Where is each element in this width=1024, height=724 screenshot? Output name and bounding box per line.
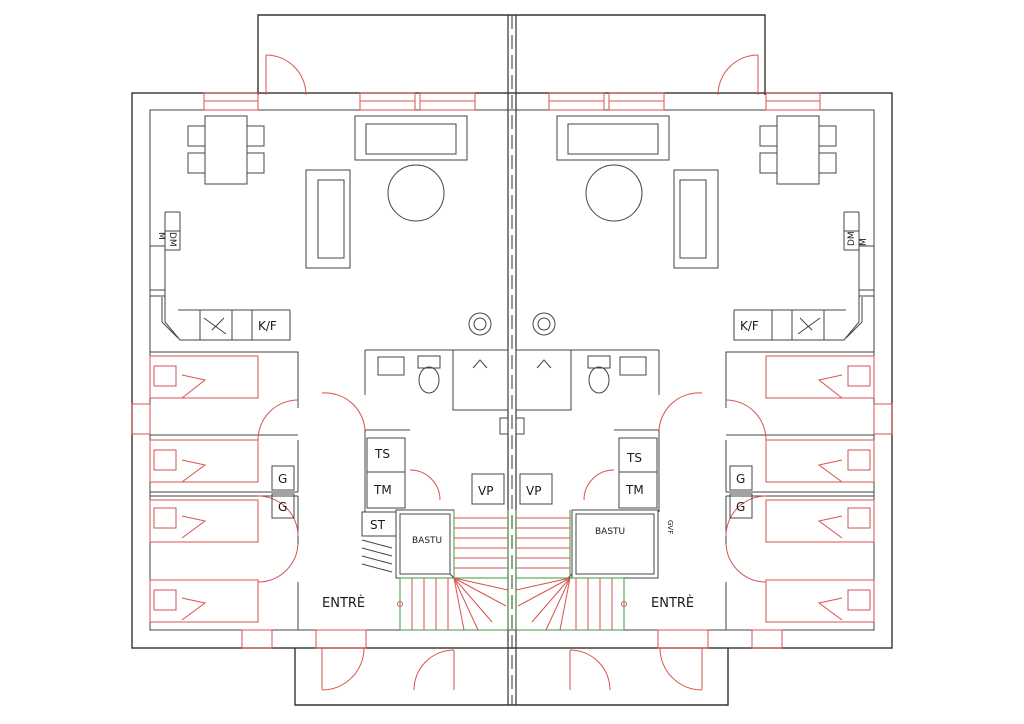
left-g-label-1: G [278, 472, 287, 486]
right-bedrooms [725, 351, 875, 630]
right-kf-label: K/F [740, 319, 759, 333]
right-kitchen [733, 211, 874, 341]
left-m-label: M [156, 232, 166, 240]
right-dm-label: DM [847, 231, 857, 246]
right-dining-table [759, 115, 837, 185]
left-vp-label: VP [478, 484, 493, 498]
right-tm-label: TM [625, 483, 644, 497]
left-kf-label: K/F [258, 319, 277, 333]
left-bathroom [321, 349, 509, 512]
right-coffee-table [585, 164, 643, 222]
right-fireplace [532, 312, 556, 336]
left-utility [361, 437, 441, 573]
exterior-doors [265, 54, 759, 691]
left-bedrooms [149, 351, 299, 630]
left-st-label: ST [370, 518, 386, 532]
left-ts-label: TS [374, 447, 390, 461]
right-ts-label: TS [626, 451, 642, 465]
left-armchair [305, 169, 351, 269]
right-gvf-label: GVF [666, 520, 674, 534]
right-vp-box [519, 473, 553, 505]
left-entre-label: ENTRÈ [322, 595, 365, 611]
right-utility [583, 437, 658, 509]
left-tm-label: TM [373, 483, 392, 497]
outer-walls [131, 14, 893, 706]
left-kitchen [150, 211, 291, 341]
left-sofa [354, 115, 468, 161]
left-coffee-table [387, 164, 445, 222]
left-stairs [397, 510, 509, 631]
right-g-label-2: G [736, 500, 745, 514]
right-g-label-1: G [736, 472, 745, 486]
right-vp-label: VP [526, 484, 541, 498]
right-m-label: M [859, 238, 869, 246]
left-dm-label: DM [167, 232, 177, 247]
right-stairs [515, 510, 627, 631]
left-fireplace [468, 312, 492, 336]
left-dining-table [187, 115, 265, 185]
right-bathroom [515, 349, 703, 512]
right-entre-label: ENTRÈ [651, 595, 694, 611]
right-sofa [556, 115, 670, 161]
windows [131, 92, 893, 649]
right-sauna [567, 509, 659, 579]
right-armchair [673, 169, 719, 269]
left-vp-box [471, 473, 505, 505]
right-bastu-label: BASTU [595, 527, 625, 537]
left-g-label-2: G [278, 500, 287, 514]
left-bastu-label: BASTU [412, 536, 442, 546]
